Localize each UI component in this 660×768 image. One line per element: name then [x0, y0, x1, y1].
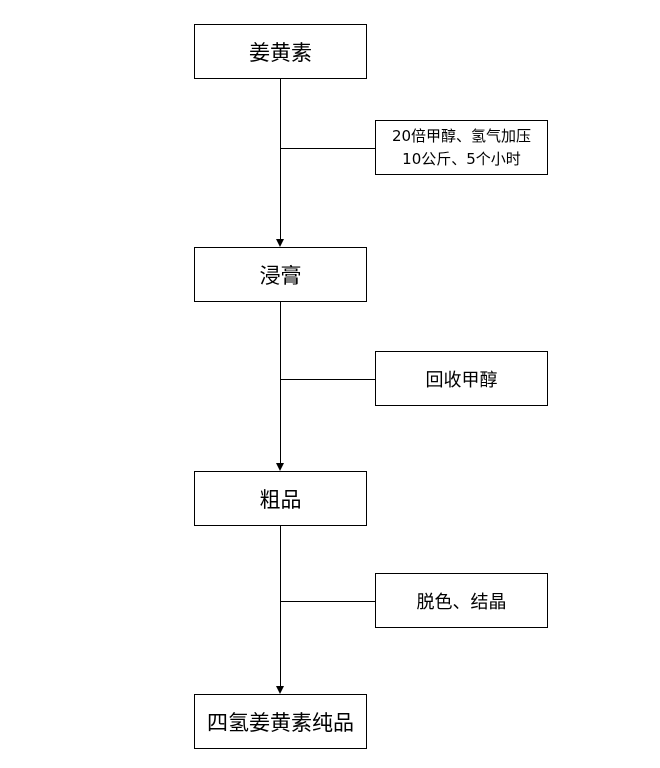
arrowhead-1 — [276, 239, 284, 247]
connector-line-3 — [280, 526, 281, 686]
connector-line-2 — [280, 302, 281, 463]
condition-box-decolor-crystallize: 脱色、结晶 — [375, 573, 548, 628]
branch-line-1 — [281, 148, 375, 149]
arrowhead-2 — [276, 463, 284, 471]
step-box-crude-product: 粗品 — [194, 471, 367, 526]
condition-line-pressure-time: 10公斤、5个小时 — [402, 149, 521, 168]
condition-label-decolor-crystallize: 脱色、结晶 — [416, 591, 507, 613]
step-label-pure-product: 四氢姜黄素纯品 — [207, 710, 354, 735]
step-box-extract: 浸膏 — [194, 247, 367, 302]
branch-line-2 — [281, 379, 375, 380]
condition-box-recover-methanol: 回收甲醇 — [375, 351, 548, 406]
step-label-curcumin: 姜黄素 — [249, 40, 312, 65]
branch-line-3 — [281, 601, 375, 602]
connector-line-1 — [280, 79, 281, 239]
condition-line-reagents: 20倍甲醇、氢气加压 — [391, 126, 532, 145]
step-box-pure-product: 四氢姜黄素纯品 — [194, 694, 367, 749]
step-box-curcumin: 姜黄素 — [194, 24, 367, 79]
condition-box-hydrogenation: 20倍甲醇、氢气加压 10公斤、5个小时 — [375, 120, 548, 175]
arrowhead-3 — [276, 686, 284, 694]
step-label-crude-product: 粗品 — [259, 487, 302, 512]
step-label-extract: 浸膏 — [259, 263, 302, 288]
condition-label-recover-methanol: 回收甲醇 — [425, 369, 498, 391]
